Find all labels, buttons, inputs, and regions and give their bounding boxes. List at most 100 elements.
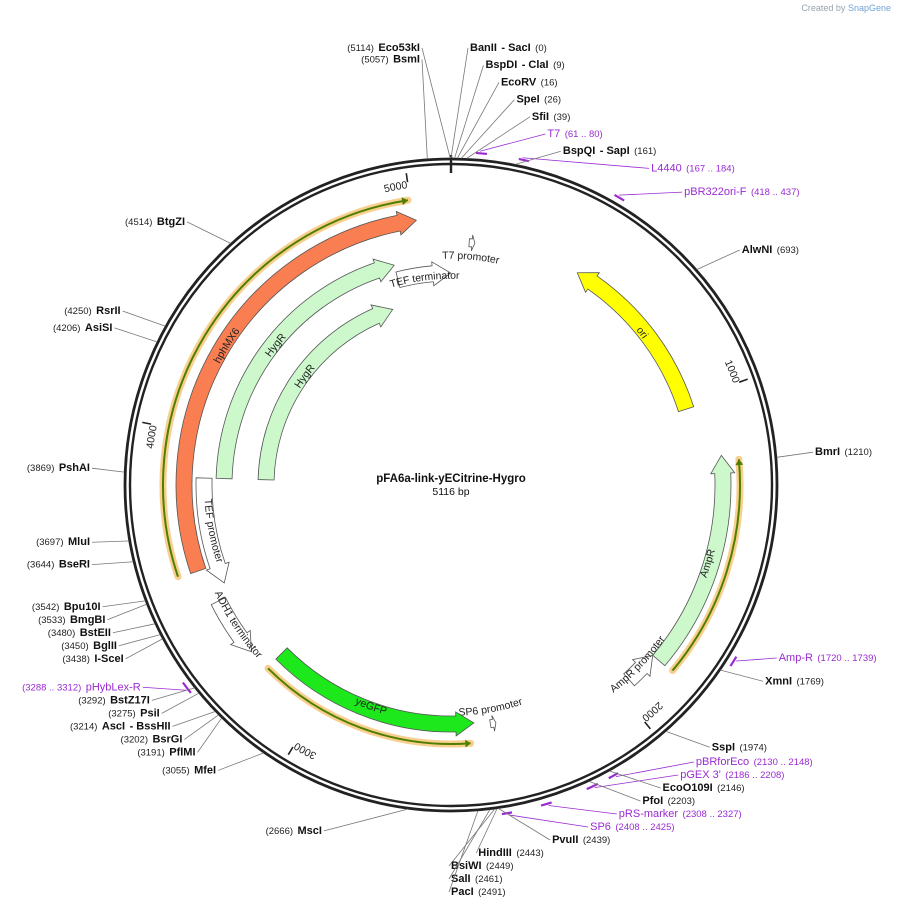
enzyme-pflmi-leader <box>197 717 222 753</box>
plasmid-name: pFA6a-link-yECitrine-Hygro <box>376 473 526 485</box>
enzyme-bspdi-label: BspDI - ClaI (9) <box>485 55 564 72</box>
enzyme-asisi-label: (4206) AsiSI <box>53 318 112 335</box>
enzyme-bspdi-leader <box>454 65 484 159</box>
enzyme-bspqi-leader <box>515 150 561 165</box>
enzyme-sali-label: SalI (2461) <box>451 869 503 886</box>
enzyme-i-scei-leader <box>125 638 163 660</box>
feature-highlight-layer <box>159 196 744 748</box>
enzyme-ecorv-leader <box>457 82 500 159</box>
enzyme-bpu10i-label: (3542) Bpu10I <box>32 597 101 614</box>
feature-sp6-promoter-label: SP6 promoter <box>458 696 524 719</box>
tick-mark-1000 <box>738 378 748 383</box>
enzyme-btgzi-leader <box>186 221 231 244</box>
credit-prefix: Created by <box>801 3 846 13</box>
enzyme-pvuii-label: PvuII (2439) <box>552 830 610 847</box>
primer-pgex-3-label: pGEX 3' (2186 .. 2208) <box>680 765 784 782</box>
enzyme-msci-leader <box>323 808 408 832</box>
primer-pbr322ori-f-leader <box>618 191 683 196</box>
primer-t7-leader <box>479 133 546 152</box>
enzyme-asci-label: (3214) AscI - BssHII <box>70 716 171 733</box>
enzyme-bsmi-leader <box>421 59 428 159</box>
tick-mark-5000 <box>405 173 409 183</box>
feature-t7-promoter-arrow <box>468 234 476 252</box>
primers-layer: T7 (61 .. 80)L4440 (167 .. 184)pBR322ori… <box>22 124 876 833</box>
feature-yegfp-arrow <box>275 647 475 737</box>
enzyme-psii-label: (3275) PsiI <box>108 703 160 720</box>
enzyme-pfoi-leader <box>588 781 641 802</box>
enzyme-btgzi-label: (4514) BtgZI <box>125 212 185 229</box>
enzyme-bstz17i-label: (3292) BstZ17I <box>78 690 150 707</box>
enzyme-bseri-label: (3644) BseRI <box>27 555 90 572</box>
tick-mark-2000 <box>644 721 651 730</box>
enzyme-xmni-label: XmnI (1769) <box>765 671 824 688</box>
feature-yegfp-highlight-line <box>267 667 471 745</box>
tick-label-3000: 3000 <box>292 740 319 762</box>
enzyme-mlui-leader <box>91 540 129 543</box>
feature-yegfp-highlight-tip <box>465 739 471 748</box>
enzyme-bmgbi-label: (3533) BmgBI <box>38 610 105 627</box>
enzyme-sspi-label: SspI (1974) <box>712 737 767 754</box>
enzyme-xmni-leader <box>720 669 764 682</box>
enzyme-sspi-leader <box>665 731 710 748</box>
primer-pbrforeco-leader <box>615 761 694 778</box>
enzyme-ecoo109i-label: EcoO109I (2146) <box>663 778 745 795</box>
enzyme-paci-leader <box>448 810 479 893</box>
tick-mark-4000 <box>142 421 152 425</box>
enzyme-i-scei-label: (3438) I-SceI <box>62 649 123 666</box>
enzyme-pflmi-label: (3191) PflMI <box>137 742 195 759</box>
enzyme-ecoo109i-leader <box>609 770 661 789</box>
enzyme-mfei-label: (3055) MfeI <box>162 760 216 777</box>
enzyme-bmri-label: BmrI (1210) <box>815 442 872 459</box>
credit-brand: SnapGene <box>847 3 891 13</box>
primer-l4440-label: L4440 (167 .. 184) <box>651 158 735 175</box>
enzyme-bsiwi-leader <box>448 808 495 867</box>
enzyme-bpu10i-leader <box>102 600 146 608</box>
enzyme-sali-leader <box>448 809 491 880</box>
enzyme-ecorv-label: EcoRV (16) <box>501 72 558 89</box>
primer-l4440-site <box>518 157 530 163</box>
primer-amp-r-site <box>729 656 738 667</box>
enzyme-mlui-label: (3697) MluI <box>36 532 90 549</box>
feature-adh1-terminator-label: ADH1 terminator <box>212 589 265 661</box>
enzyme-rsrii-label: (4250) RsrII <box>64 301 120 318</box>
enzyme-eco53ki-leader <box>421 47 451 159</box>
enzyme-banii-label: BanII - SacI (0) <box>470 38 547 55</box>
enzyme-bglii-label: (3450) BglII <box>61 636 117 653</box>
enzyme-pfoi-label: PfoI (2203) <box>642 791 695 808</box>
enzyme-bmri-leader <box>776 451 814 458</box>
tick-mark-3000 <box>287 746 294 756</box>
feature-adh1-terminator-arrow <box>210 597 252 653</box>
enzyme-hindiii-leader <box>475 808 498 854</box>
primer-pgex-3-leader <box>594 774 679 789</box>
feature-ori-arrow <box>576 272 695 413</box>
enzyme-paci-label: PacI (2491) <box>451 882 506 899</box>
tick-label-1000: 1000 <box>722 358 742 384</box>
feature-ampr-highlight-line <box>671 459 741 672</box>
feature-tef-promoter-arrow <box>195 477 230 584</box>
enzyme-asisi-leader <box>114 327 158 343</box>
feature-ampr-highlight-tip <box>735 459 744 466</box>
enzyme-mfei-leader <box>217 752 264 771</box>
enzyme-bseri-leader <box>91 561 134 566</box>
primer-l4440-leader <box>522 157 650 169</box>
enzyme-bmgbi-leader <box>107 603 147 621</box>
primer-phyblex-r-label: (3288 .. 3312) pHybLex-R <box>22 677 141 694</box>
feature-hygr-arrow <box>215 258 395 480</box>
enzyme-pvuii-leader <box>498 808 551 841</box>
enzyme-bglii-leader <box>118 634 161 647</box>
enzyme-bstz17i-leader <box>151 687 195 701</box>
enzyme-bsrgi-label: (3202) BsrGI <box>121 729 183 746</box>
enzyme-pshai-leader <box>91 467 125 473</box>
primer-pbrforeco-label: pBRforEco (2130 .. 2148) <box>696 752 813 769</box>
feature-hphmx6-arrow <box>175 210 418 575</box>
enzyme-alwni-leader <box>696 249 740 270</box>
enzyme-hindiii-label: HindIII (2443) <box>478 843 544 860</box>
primer-pbrforeco-site <box>608 772 619 780</box>
feature-ampr-promoter-arrow <box>623 654 654 687</box>
enzyme-psii-leader <box>161 692 200 714</box>
feature-hygr-arrow <box>257 304 394 481</box>
tick-label-5000: 5000 <box>383 179 409 195</box>
primer-t7-label: T7 (61 .. 80) <box>547 124 602 141</box>
